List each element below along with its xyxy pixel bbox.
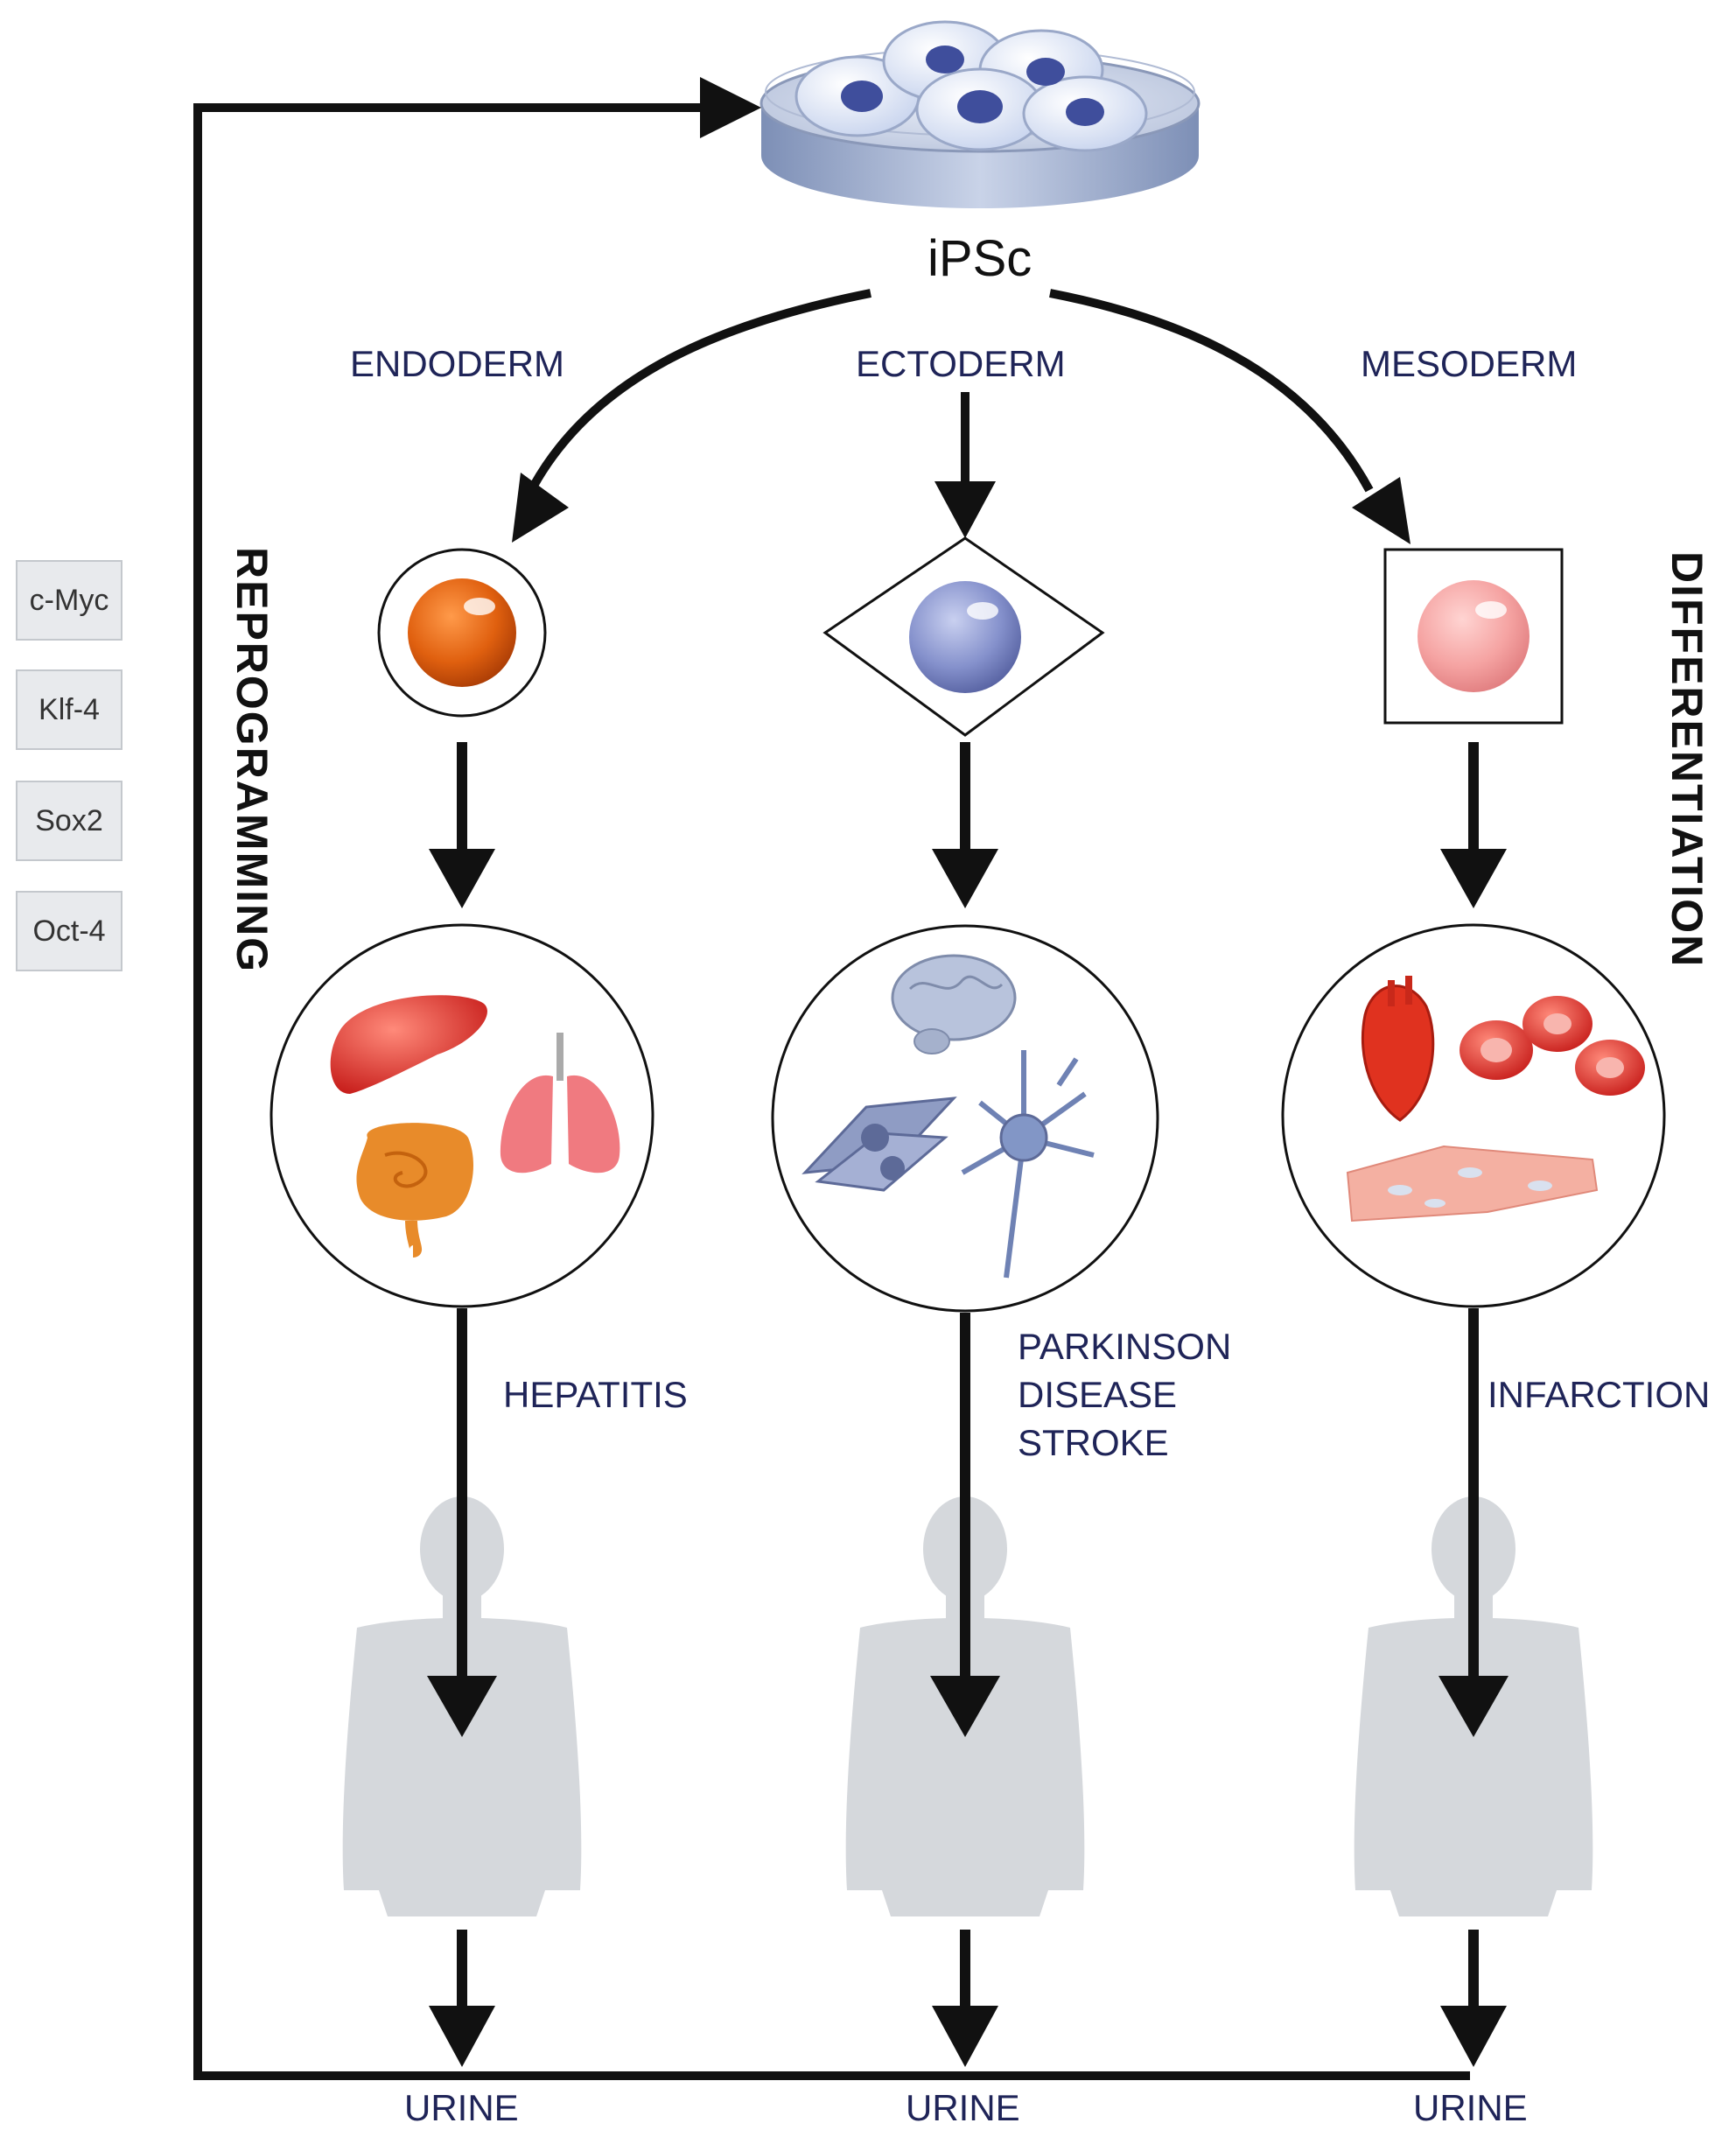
differentiation-arrows: [529, 289, 1374, 493]
urine-label-ectoderm: URINE: [906, 2087, 1020, 2128]
endoderm-tissues: [270, 923, 654, 1308]
heart-icon: [1361, 976, 1435, 1122]
differentiation-label: DIFFERENTIATION: [1662, 551, 1712, 969]
endoderm-cell: [377, 548, 547, 718]
mesoderm-arrowhead: [1352, 477, 1410, 544]
intestine-icon: [356, 1123, 474, 1258]
factor-c-myc: c-Myc: [16, 560, 122, 641]
liver-icon: [330, 995, 487, 1094]
mesoderm-label: MESODERM: [1361, 343, 1578, 384]
factor-sox2: Sox2: [16, 781, 122, 861]
lung-icon: [500, 1033, 620, 1174]
tissue-to-patient-arrowheads: [427, 1676, 1508, 1737]
factor-oct-4: Oct-4: [16, 891, 122, 971]
disease-hepatitis: HEPATITIS: [503, 1374, 688, 1415]
human-silhouette-icon: [342, 1496, 1593, 1916]
cell-to-tissue-arrows: [457, 742, 1479, 853]
factor-klf-4: Klf-4: [16, 669, 122, 750]
mesoderm-cell: [1383, 548, 1564, 725]
disease-parkinson: PARKINSON: [1018, 1326, 1232, 1367]
red-blood-cell-icon: [1460, 996, 1645, 1096]
glial-cell-icon: [802, 1097, 957, 1192]
ectoderm-arrowhead: [934, 481, 996, 538]
ipsc-label: iPSc: [928, 230, 1032, 287]
patient-to-urine-arrows: [457, 1930, 1479, 2013]
cell-to-tissue-arrowheads: [429, 849, 1507, 908]
endoderm-label: ENDODERM: [350, 343, 565, 384]
endoderm-arrowhead: [512, 473, 569, 543]
stem-cell-colony: [794, 20, 1148, 152]
brain-icon: [891, 954, 1017, 1054]
mesoderm-tissues: [1281, 923, 1666, 1308]
patient-to-urine-arrowheads: [429, 2006, 1507, 2067]
disease-disease: DISEASE: [1018, 1374, 1178, 1415]
ectoderm-label: ECTODERM: [856, 343, 1066, 384]
ectoderm-tissues: [771, 924, 1159, 1313]
tissue-to-patient-arrows: [457, 1308, 1479, 1680]
neuron-icon: [961, 1050, 1095, 1279]
disease-infarction: INFARCTION: [1488, 1374, 1711, 1415]
reprogramming-arrowhead: [700, 77, 761, 138]
petri-dish-icon: [760, 20, 1200, 208]
reprogramming-label: REPROGRAMMING: [228, 547, 276, 974]
urine-label-endoderm: URINE: [404, 2087, 519, 2128]
urine-label-mesoderm: URINE: [1413, 2087, 1528, 2128]
disease-stroke: STROKE: [1018, 1422, 1169, 1463]
reprogramming-loop: [193, 103, 1470, 2080]
muscle-tissue-icon: [1346, 1145, 1599, 1223]
ectoderm-cell: [822, 536, 1105, 737]
